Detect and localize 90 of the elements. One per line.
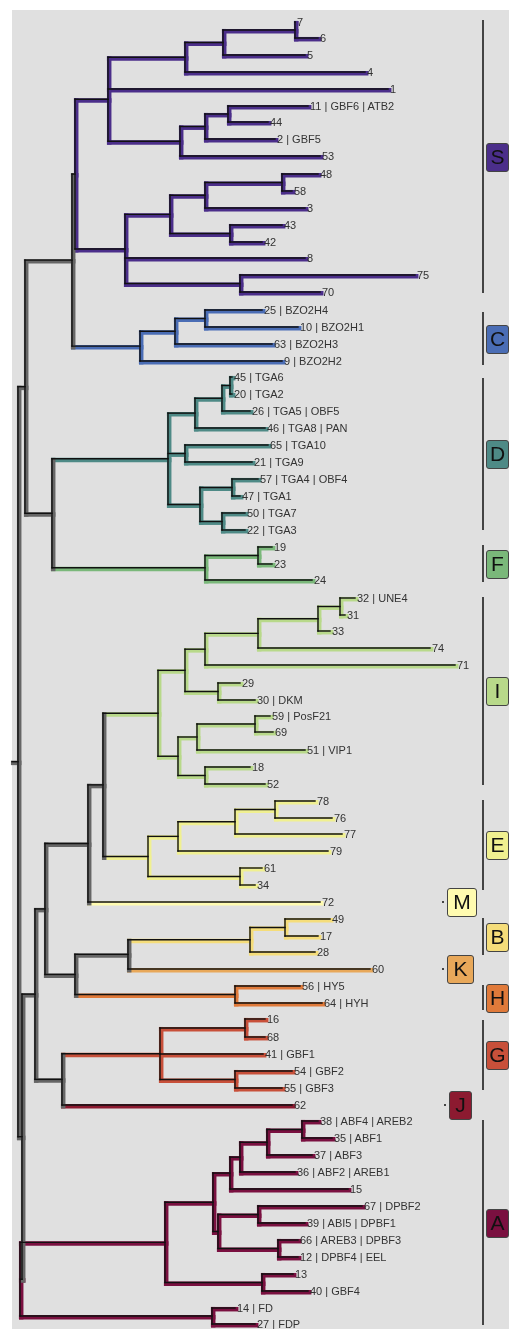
leaf-label: 41 | GBF1 bbox=[265, 1048, 315, 1060]
leaf-label: 37 | ABF3 bbox=[314, 1149, 363, 1161]
leaf-label: 14 | FD bbox=[237, 1302, 273, 1314]
leaf-label: 78 bbox=[317, 795, 330, 807]
leaf-label: 34 bbox=[257, 879, 270, 891]
leaf-label: 57 | TGA4 | OBF4 bbox=[260, 473, 348, 485]
leaf-label: 42 bbox=[264, 236, 277, 248]
leaf-label: 9 | BZO2H2 bbox=[284, 355, 342, 367]
leaf-label: 2 | GBF5 bbox=[277, 133, 321, 145]
leaf-label: 70 bbox=[322, 286, 335, 298]
leaf-label: 68 bbox=[267, 1031, 280, 1043]
clade-label: K bbox=[447, 955, 474, 984]
leaf-label: 19 bbox=[274, 541, 287, 553]
leaf-label: 43 bbox=[284, 219, 297, 231]
leaf-label: 52 bbox=[267, 778, 280, 790]
leaf-label: 58 bbox=[294, 185, 307, 197]
leaf-label: 53 bbox=[322, 150, 335, 162]
clade-label: D bbox=[486, 440, 509, 469]
leaf-label: 17 bbox=[320, 930, 333, 942]
leaf-label: 79 bbox=[330, 845, 343, 857]
leaf-label: 13 bbox=[295, 1268, 308, 1280]
leaf-label: 4 bbox=[367, 66, 374, 78]
leaf-label: 10 | BZO2H1 bbox=[300, 321, 364, 333]
leaf-label: 74 bbox=[432, 642, 445, 654]
leaf-label: 16 bbox=[267, 1013, 280, 1025]
leaf-label: 46 | TGA8 | PAN bbox=[267, 422, 348, 434]
leaf-label: 45 | TGA6 bbox=[234, 371, 284, 383]
leaf-label: 11 | GBF6 | ATB2 bbox=[310, 100, 395, 112]
leaf-label: 35 | ABF1 bbox=[334, 1132, 383, 1144]
leaf-label: 54 | GBF2 bbox=[294, 1065, 344, 1077]
leaf-label: 56 | HY5 bbox=[302, 980, 345, 992]
leaf-label: 33 bbox=[332, 625, 345, 637]
leaf-label: 62 bbox=[294, 1099, 307, 1111]
leaf-label: 40 | GBF4 bbox=[310, 1285, 360, 1297]
leaf-label: 6 bbox=[320, 32, 327, 44]
leaf-label: 5 bbox=[307, 49, 314, 61]
leaf-label: 60 bbox=[372, 963, 385, 975]
clade-label: J bbox=[449, 1091, 472, 1120]
leaf-label: 59 | PosF21 bbox=[272, 710, 332, 722]
clade-label: S bbox=[486, 142, 509, 172]
leaf-label: 67 | DPBF2 bbox=[364, 1200, 421, 1212]
clade-label: M bbox=[447, 888, 477, 917]
leaf-label: 23 bbox=[274, 558, 287, 570]
leaf-label: 24 bbox=[314, 574, 327, 586]
leaf-label: 38 | ABF4 | AREB2 bbox=[320, 1115, 413, 1127]
leaf-label: 51 | VIP1 bbox=[307, 744, 353, 756]
clade-label: F bbox=[486, 549, 509, 579]
leaf-label: 28 bbox=[317, 946, 330, 958]
leaf-label: 72 bbox=[322, 896, 335, 908]
leaf-label: 1 bbox=[390, 83, 397, 95]
clade-label: E bbox=[486, 831, 509, 860]
leaf-label: 30 | DKM bbox=[257, 694, 303, 706]
leaf-label: 21 | TGA9 bbox=[254, 456, 304, 468]
leaf-label: 39 | ABI5 | DPBF1 bbox=[307, 1217, 396, 1229]
leaf-label: 49 bbox=[332, 913, 345, 925]
leaf-label: 75 bbox=[417, 269, 430, 281]
leaf-label: 61 bbox=[264, 862, 277, 874]
clade-label: H bbox=[486, 983, 509, 1013]
leaf-label: 65 | TGA10 bbox=[270, 439, 326, 451]
leaf-label: 12 | DPBF4 | EEL bbox=[300, 1251, 387, 1263]
leaf-label: 32 | UNE4 bbox=[357, 592, 408, 604]
leaf-label: 63 | BZO2H3 bbox=[274, 338, 338, 350]
leaf-label: 55 | GBF3 bbox=[284, 1082, 334, 1094]
leaf-label: 48 bbox=[320, 168, 333, 180]
leaf-label: 47 | TGA1 bbox=[242, 490, 292, 502]
leaf-label: 8 bbox=[307, 252, 314, 264]
clade-label: B bbox=[486, 922, 509, 952]
leaf-label: 64 | HYH bbox=[324, 997, 369, 1009]
leaf-label: 77 bbox=[344, 828, 357, 840]
leaf-label: 50 | TGA7 bbox=[247, 507, 297, 519]
leaf-label: 26 | TGA5 | OBF5 bbox=[252, 405, 340, 417]
leaf-label: 69 bbox=[275, 726, 288, 738]
leaf-label: 18 bbox=[252, 761, 265, 773]
clade-label: G bbox=[486, 1041, 509, 1070]
leaf-label: 7 bbox=[297, 16, 304, 28]
leaf-label: 76 bbox=[334, 812, 347, 824]
leaf-label: 44 bbox=[270, 116, 283, 128]
leaf-label: 22 | TGA3 bbox=[247, 524, 297, 536]
leaf-label: 36 | ABF2 | AREB1 bbox=[297, 1166, 390, 1178]
leaf-label: 71 bbox=[457, 659, 470, 671]
clade-label: A bbox=[486, 1208, 509, 1238]
leaf-label: 31 bbox=[347, 609, 360, 621]
leaf-label: 29 bbox=[242, 677, 255, 689]
leaf-label: 3 bbox=[307, 202, 314, 214]
leaf-label: 25 | BZO2H4 bbox=[264, 304, 328, 316]
leaf-label: 66 | AREB3 | DPBF3 bbox=[300, 1234, 402, 1246]
clade-label: I bbox=[486, 677, 509, 706]
leaf-label: 15 bbox=[350, 1183, 363, 1195]
clade-label: C bbox=[486, 324, 509, 354]
leaf-label: 20 | TGA2 bbox=[234, 388, 284, 400]
